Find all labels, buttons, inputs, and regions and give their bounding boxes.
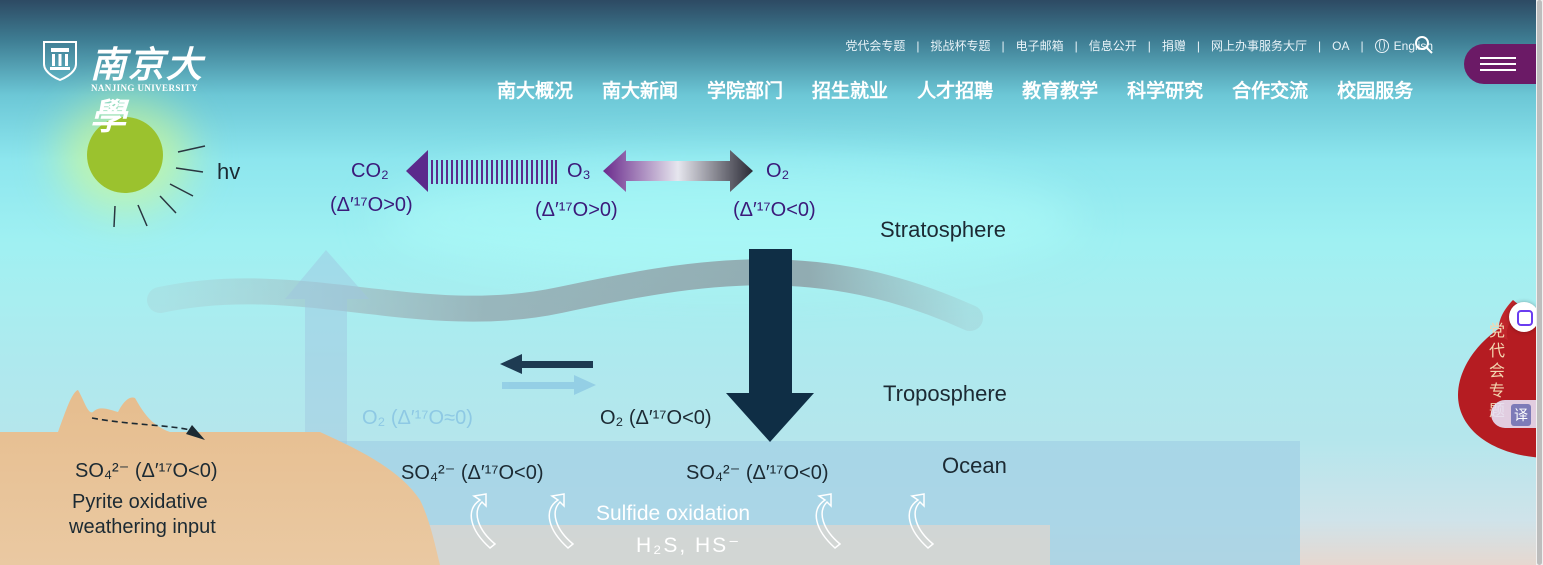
o3-label: O₃ — [567, 160, 591, 182]
ocean-bottom-glow — [350, 525, 1050, 565]
co2-label: CO₂ — [351, 160, 389, 182]
co2-arrow-stripes — [431, 160, 557, 184]
sulfide-species-label: H₂S, HS⁻ — [636, 534, 742, 557]
nav-item-departments[interactable]: 学院部门 — [707, 81, 784, 102]
hamburger-menu-button[interactable] — [1464, 44, 1536, 84]
top-link-party-congress[interactable]: 党代会专题 — [845, 39, 906, 53]
so4-label-land: SO₄²⁻ (Δ′¹⁷O<0) — [75, 460, 218, 482]
party-congress-badge[interactable]: 党代会专题 译 — [1453, 300, 1543, 460]
top-link-oa[interactable]: OA — [1332, 38, 1350, 53]
co2-arrow-head — [406, 150, 428, 192]
exchange-arrow-dark — [500, 354, 593, 374]
logo-subtitle: NANJING UNIVERSITY — [91, 83, 198, 93]
o3-delta-label: (Δ′¹⁷O>0) — [535, 199, 618, 221]
nav-item-education[interactable]: 教育教学 — [1022, 81, 1099, 102]
downward-arrow — [726, 249, 814, 442]
utility-links: 党代会专题| 挑战杯专题| 电子邮箱| 信息公开| 捐赠| 网上办事服务大厅| … — [845, 37, 1433, 54]
separator: | — [1318, 38, 1322, 53]
o2-delta-label: (Δ′¹⁷O<0) — [733, 199, 816, 221]
main-navigation: 南大概况 南大新闻 学院部门 招生就业 人才招聘 教育教学 科学研究 合作交流 … — [497, 76, 1413, 103]
tropopause-band — [147, 259, 983, 331]
stratosphere-label: Stratosphere — [880, 217, 1006, 242]
university-logo[interactable]: 南京大學 NANJING UNIVERSITY — [42, 36, 232, 138]
weathering-dashed-arrow — [91, 417, 191, 431]
pyrite-label-line2: weathering input — [69, 516, 216, 538]
separator: | — [916, 38, 920, 53]
top-link-donate[interactable]: 捐赠 — [1161, 39, 1186, 53]
o2-label: O₂ — [766, 160, 790, 182]
land-mass — [0, 390, 440, 565]
nav-item-campus-services[interactable]: 校园服务 — [1337, 81, 1414, 102]
translate-label: 译 — [1511, 404, 1531, 426]
separator: | — [1001, 38, 1005, 53]
ai-assistant-icon[interactable] — [1509, 302, 1539, 332]
separator: | — [1360, 38, 1364, 53]
translate-button[interactable]: 译 — [1491, 400, 1541, 428]
sun-label: hv — [217, 159, 241, 184]
o2-troposphere-light-label: O₂ (Δ′¹⁷O≈0) — [362, 407, 473, 429]
sulfide-oxidation-label: Sulfide oxidation — [596, 502, 751, 525]
o2-troposphere-dark-label: O₂ (Δ′¹⁷O<0) — [600, 407, 712, 429]
nav-item-overview[interactable]: 南大概况 — [497, 81, 574, 102]
menu-line-icon — [1480, 63, 1516, 65]
separator: | — [1196, 38, 1201, 53]
sulfide-up-arrows — [470, 493, 935, 549]
sun-rays-icon — [113, 145, 206, 228]
nav-item-news[interactable]: 南大新闻 — [602, 81, 679, 102]
nav-item-admissions[interactable]: 招生就业 — [812, 81, 889, 102]
top-link-online-services[interactable]: 网上办事服务大厅 — [1211, 39, 1308, 53]
globe-icon — [1374, 38, 1389, 53]
top-link-challenge-cup[interactable]: 挑战杯专题 — [930, 39, 991, 53]
pyrite-label-line1: Pyrite oxidative — [72, 491, 208, 513]
menu-line-icon — [1480, 57, 1516, 59]
search-icon[interactable] — [1414, 35, 1434, 55]
co2-delta-label: (Δ′¹⁷O>0) — [330, 194, 413, 216]
university-emblem-icon — [43, 41, 77, 82]
nav-item-cooperation[interactable]: 合作交流 — [1232, 81, 1309, 102]
nav-item-recruitment[interactable]: 人才招聘 — [917, 81, 994, 102]
upward-arrow — [285, 250, 369, 444]
badge-text: 党代会专题 — [1489, 323, 1506, 420]
exchange-arrow-light — [502, 375, 596, 395]
so4-label-ocean-2: SO₄²⁻ (Δ′¹⁷O<0) — [686, 462, 829, 484]
top-link-email[interactable]: 电子邮箱 — [1015, 39, 1064, 53]
troposphere-label: Troposphere — [883, 381, 1007, 406]
nav-item-research[interactable]: 科学研究 — [1127, 81, 1204, 102]
ocean-label: Ocean — [942, 453, 1007, 478]
weathering-arrow-head — [186, 425, 205, 440]
separator: | — [1074, 38, 1078, 53]
o3-o2-double-arrow — [603, 150, 753, 192]
logo-title: 南京大學 — [90, 44, 205, 138]
sun-icon — [87, 117, 163, 193]
scrollbar-thumb[interactable] — [1537, 0, 1542, 565]
separator: | — [1147, 38, 1151, 53]
so4-label-ocean-1: SO₄²⁻ (Δ′¹⁷O<0) — [401, 462, 544, 484]
top-link-info-disclosure[interactable]: 信息公开 — [1088, 39, 1137, 53]
menu-line-icon — [1480, 69, 1516, 71]
